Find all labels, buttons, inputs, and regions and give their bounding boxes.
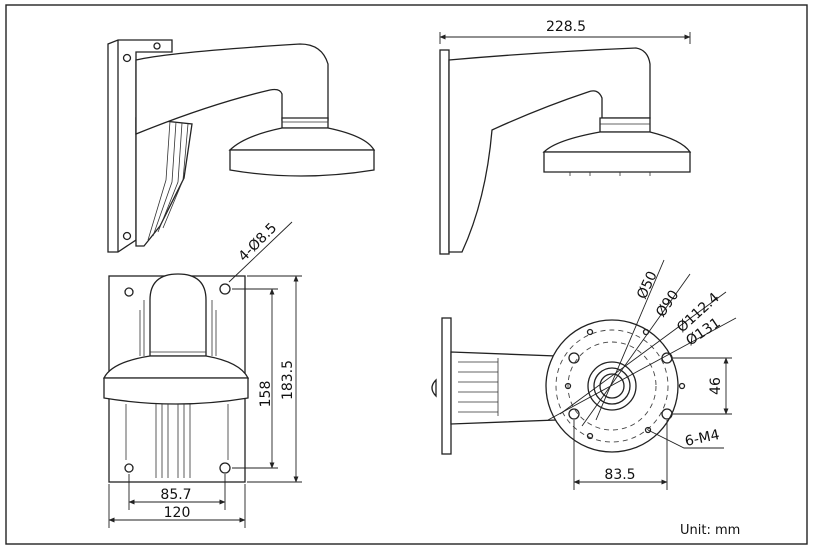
dim-hole-spec: 4-Ø8.5 xyxy=(236,220,281,265)
bottom-view: Ø50 Ø90 Ø112.4 Ø131 46 6-M4 83.5 xyxy=(431,259,737,490)
front-view: 4-Ø8.5 158 183.5 85.7 120 xyxy=(102,220,302,528)
leader-hole-spec xyxy=(228,221,293,283)
dim-diameter-50: Ø50 xyxy=(634,269,661,302)
dim-base-span: 83.5 xyxy=(604,467,635,483)
unit-label: Unit: mm xyxy=(680,523,740,538)
dim-hole-span-v: 158 xyxy=(258,381,274,408)
leader-screw-spec xyxy=(647,429,724,449)
dim-plate-width: 120 xyxy=(164,505,191,521)
dim-top-width: 228.5 xyxy=(546,19,586,35)
isometric-view xyxy=(107,39,376,253)
dim-plate-height: 183.5 xyxy=(280,360,296,400)
dim-base-offset: 46 xyxy=(708,377,724,395)
dim-diameter-90: Ø90 xyxy=(653,287,682,320)
side-view: 228.5 xyxy=(439,19,692,255)
dim-screw-spec: 6-M4 xyxy=(684,427,722,450)
drawing-frame xyxy=(5,4,808,545)
dim-hole-span-h: 85.7 xyxy=(160,487,191,503)
